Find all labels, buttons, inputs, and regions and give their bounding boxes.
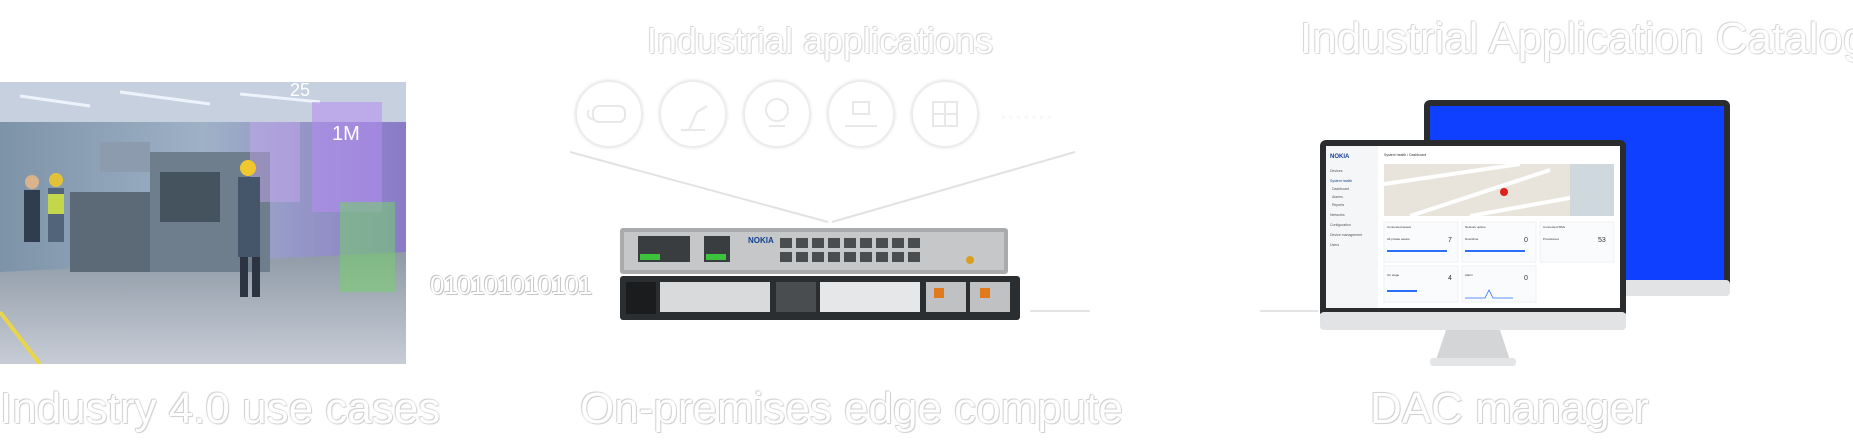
binary-data-stream: 010101010101 (430, 270, 593, 300)
menu-item-reports[interactable]: Reports (1332, 203, 1345, 207)
menu-item-configuration[interactable]: Configuration (1330, 223, 1351, 227)
edge-compute-label: On-premises edge compute (580, 384, 1123, 433)
menu-item-networks[interactable]: Networks (1330, 213, 1345, 217)
panel-metric-label: On stage (1387, 273, 1400, 277)
factory-image: 25 1M (0, 82, 406, 364)
menu-item-devices[interactable]: Devices (1330, 169, 1343, 173)
panel-metric-value: 4 (1448, 275, 1452, 282)
panel-metric-label: Alarm (1465, 273, 1473, 277)
vr-headset-icon (575, 80, 643, 148)
menu-item-alarms[interactable]: Alarms (1332, 195, 1343, 199)
menu-item-dashboard[interactable]: Dashboard (1332, 187, 1349, 191)
panel-title-connected-assets: Connected assets (1387, 225, 1412, 229)
panel-metric-value: 7 (1448, 237, 1452, 244)
server-brand: NOKIA (748, 236, 774, 245)
panel-metric-value: 0 (1524, 237, 1528, 244)
dac-breadcrumb: System health / Dashboard (1384, 153, 1426, 157)
dac-manager-monitors: NOKIA Devices System health Dashboard Al… (1320, 100, 1740, 375)
svg-text:1M: 1M (332, 123, 360, 145)
industry-use-cases-label: Industry 4.0 use cases (0, 384, 441, 433)
server-to-cloud-line (1030, 310, 1090, 312)
menu-item-users[interactable]: Users (1330, 243, 1339, 247)
conveyor-worker-icon (827, 80, 895, 148)
menu-item-system-health[interactable]: System health (1330, 179, 1352, 183)
panel-metric-label: All private assets (1387, 237, 1410, 241)
map-marker-icon (1500, 188, 1508, 196)
cloud-to-dac-line (1260, 310, 1318, 312)
panel-title-connected-sims: Connected SIMs (1543, 225, 1566, 229)
menu-item-device-management[interactable]: Device management (1330, 233, 1362, 237)
application-catalog-title: Industrial Application Catalog (1300, 14, 1853, 63)
panel-title-network-uptime: Network uptime (1465, 225, 1486, 229)
dac-brand-logo: NOKIA (1330, 154, 1350, 160)
funnel-lines (570, 151, 1076, 223)
industrial-applications-title: Industrial applications (646, 20, 994, 61)
edge-server: NOKIA (620, 228, 1020, 333)
grid-module-icon (911, 80, 979, 148)
ai-brain-icon (743, 80, 811, 148)
more-apps-ellipsis: ······· (1000, 106, 1054, 128)
dac-manager-label: DAC manager (1370, 384, 1649, 433)
svg-text:25: 25 (290, 82, 310, 100)
panel-metric-value: 53 (1598, 237, 1606, 244)
panel-metric-label: Provisioned (1543, 237, 1559, 241)
panel-metric-value: 0 (1524, 275, 1528, 282)
robot-arm-icon (659, 80, 727, 148)
panel-metric-label: Downtime (1465, 237, 1479, 241)
